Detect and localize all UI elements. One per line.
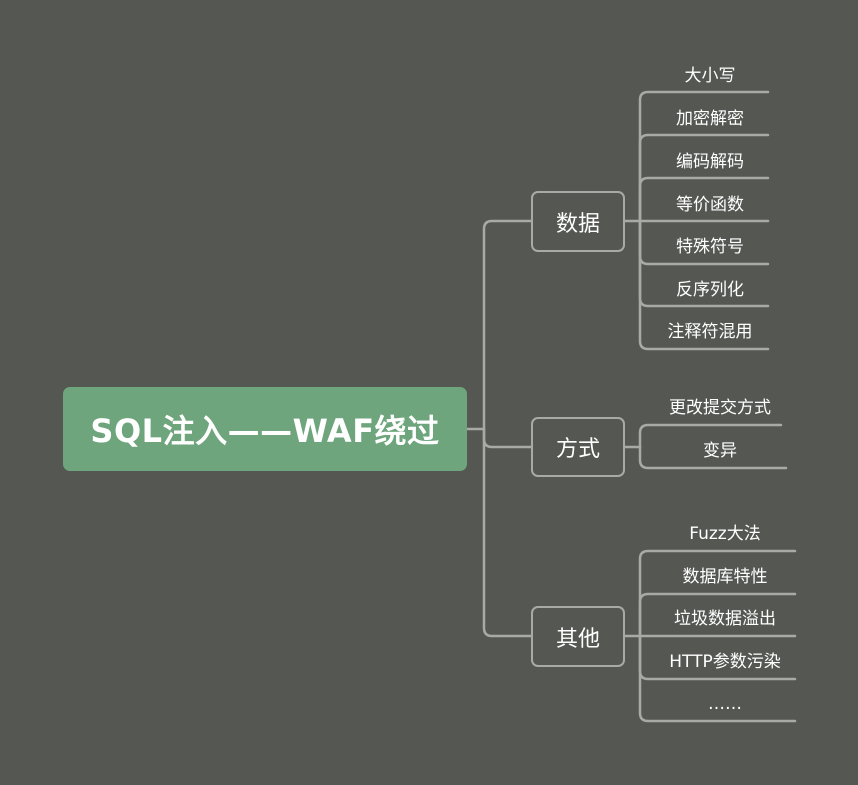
branch-topic-other[interactable]: 其他 — [531, 606, 625, 667]
leaf-topic[interactable]: …… — [708, 694, 742, 714]
leaf-topic[interactable]: 注释符混用 — [667, 322, 753, 342]
branch-topic-data[interactable]: 数据 — [531, 191, 625, 252]
branch-1-leaf-line-7 — [638, 219, 770, 351]
leaf-topic[interactable]: Fuzz大法 — [689, 524, 761, 544]
leaf-topic[interactable]: 等价函数 — [676, 195, 744, 215]
branch-1-leaf-line-3 — [638, 176, 770, 223]
leaf-topic[interactable]: 编码解码 — [676, 152, 744, 172]
leaf-topic[interactable]: 反序列化 — [676, 280, 744, 300]
trunk-to-branch-3 — [482, 427, 533, 638]
leaf-topic[interactable]: 垃圾数据溢出 — [674, 609, 776, 629]
branch-3-leaf-line-2 — [638, 592, 797, 638]
trunk-to-branch-2 — [482, 427, 533, 449]
branch-1-leaf-line-1 — [638, 90, 770, 223]
leaf-topic[interactable]: 加密解密 — [676, 109, 744, 129]
leaf-topic[interactable]: HTTP参数污染 — [669, 652, 781, 672]
leaf-topic[interactable]: 大小写 — [684, 66, 736, 86]
leaf-topic[interactable]: 数据库特性 — [682, 567, 768, 587]
branch-3-leaf-line-1 — [638, 549, 797, 638]
leaf-topic[interactable]: 变异 — [703, 441, 737, 461]
branch-2-leaf-line-2 — [638, 445, 788, 470]
branch-1-leaf-line-2 — [638, 133, 770, 223]
branch-2-leaf-line-1 — [638, 423, 783, 449]
root-topic[interactable]: SQL注入——WAF绕过 — [63, 387, 467, 471]
branch-3-leaf-line-5 — [638, 634, 797, 723]
leaf-topic[interactable]: 更改提交方式 — [669, 398, 771, 418]
trunk-to-branch-1 — [482, 219, 533, 431]
branch-topic-method[interactable]: 方式 — [531, 417, 625, 477]
leaf-topic[interactable]: 特殊符号 — [676, 237, 744, 257]
